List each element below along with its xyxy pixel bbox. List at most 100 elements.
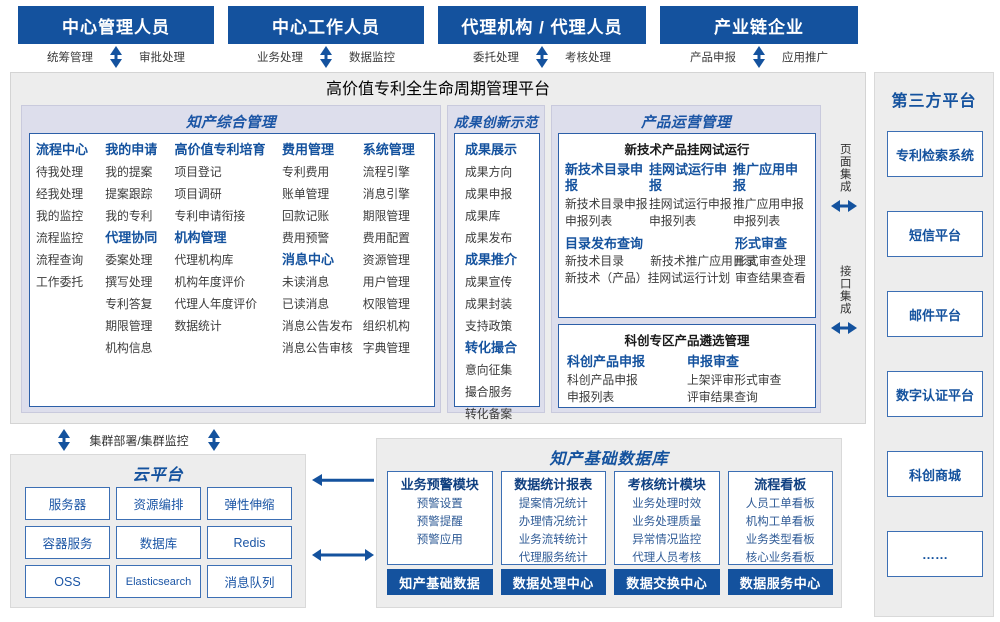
menu-item[interactable]: 推广应用申报 bbox=[733, 197, 804, 211]
menu-group-head[interactable]: 成果推介 bbox=[465, 252, 518, 267]
menu-item[interactable]: 挂网试运行申报 bbox=[649, 197, 732, 211]
menu-item[interactable]: 经我处理 bbox=[36, 187, 84, 201]
menu-item[interactable]: 工作委托 bbox=[36, 275, 84, 289]
db-card-item[interactable]: 机构工单看板 bbox=[745, 516, 815, 528]
menu-item[interactable]: 申报列表 bbox=[649, 214, 697, 228]
menu-item[interactable]: 我的专利 bbox=[105, 209, 153, 223]
third-party-item-5[interactable]: …… bbox=[887, 531, 983, 577]
menu-item[interactable]: 专利申请衔接 bbox=[174, 209, 246, 223]
cloud-tile-8[interactable]: 消息队列 bbox=[207, 565, 292, 598]
cloud-tile-7[interactable]: Elasticsearch bbox=[116, 565, 201, 598]
db-foot-1[interactable]: 数据处理中心 bbox=[500, 569, 606, 595]
menu-item[interactable]: 资源管理 bbox=[362, 253, 410, 267]
menu-group-head[interactable]: 系统管理 bbox=[362, 142, 415, 157]
db-card-item[interactable]: 业务流转统计 bbox=[518, 534, 588, 546]
menu-group-head[interactable]: 科创产品申报 bbox=[567, 354, 646, 369]
menu-item[interactable]: 代理人年度评价 bbox=[174, 297, 258, 311]
db-card-item[interactable]: 业务处理时效 bbox=[632, 498, 702, 510]
menu-item[interactable]: 流程引擎 bbox=[362, 165, 410, 179]
db-card-item[interactable]: 代理服务统计 bbox=[518, 552, 588, 564]
menu-item[interactable]: 成果库 bbox=[465, 209, 501, 223]
menu-item[interactable]: 已读消息 bbox=[282, 297, 330, 311]
menu-item[interactable]: 专利答复 bbox=[105, 297, 153, 311]
third-party-item-2[interactable]: 邮件平台 bbox=[887, 291, 983, 337]
db-card-item[interactable]: 代理人员考核 bbox=[632, 552, 702, 564]
menu-group-head[interactable]: 我的申请 bbox=[105, 142, 158, 157]
menu-item[interactable]: 项目调研 bbox=[174, 187, 222, 201]
db-card-item[interactable]: 业务处理质量 bbox=[632, 516, 702, 528]
db-foot-0[interactable]: 知产基础数据 bbox=[387, 569, 493, 595]
menu-item[interactable]: 消息公告审核 bbox=[282, 341, 353, 355]
menu-item[interactable]: 账单管理 bbox=[282, 187, 330, 201]
menu-item[interactable]: 未读消息 bbox=[282, 275, 330, 289]
menu-group-head[interactable]: 消息中心 bbox=[282, 252, 335, 267]
db-card-item[interactable]: 预警设置 bbox=[416, 498, 463, 510]
menu-group-head[interactable]: 高价值专利培育 bbox=[174, 142, 266, 157]
third-party-item-3[interactable]: 数字认证平台 bbox=[887, 371, 983, 417]
db-card-item[interactable]: 预警提醒 bbox=[416, 516, 463, 528]
menu-item[interactable]: 成果发布 bbox=[465, 231, 513, 245]
menu-item[interactable]: 期限管理 bbox=[105, 319, 153, 333]
menu-group-head[interactable]: 推广应用申报 bbox=[733, 162, 799, 193]
menu-item[interactable]: 意向征集 bbox=[465, 363, 513, 377]
menu-group-head[interactable]: 流程中心 bbox=[36, 142, 89, 157]
db-card-item[interactable]: 业务类型看板 bbox=[745, 534, 815, 546]
menu-item[interactable]: 撮合服务 bbox=[465, 385, 513, 399]
role-card-3[interactable]: 产业链企业 bbox=[660, 6, 858, 44]
menu-item[interactable]: 我的提案 bbox=[105, 165, 153, 179]
menu-item[interactable]: 申报列表 bbox=[733, 214, 781, 228]
menu-item[interactable]: 申报列表 bbox=[567, 390, 615, 404]
third-party-item-0[interactable]: 专利检索系统 bbox=[887, 131, 983, 177]
menu-group-head[interactable]: 机构管理 bbox=[174, 230, 227, 245]
role-card-1[interactable]: 中心工作人员 bbox=[228, 6, 424, 44]
menu-item[interactable]: 成果申报 bbox=[465, 187, 513, 201]
cloud-tile-3[interactable]: 容器服务 bbox=[25, 526, 110, 559]
cloud-tile-5[interactable]: Redis bbox=[207, 526, 292, 559]
menu-item[interactable]: 审查结果查看 bbox=[735, 271, 806, 285]
menu-item[interactable]: 成果封装 bbox=[465, 297, 513, 311]
menu-item[interactable]: 消息引擎 bbox=[362, 187, 410, 201]
db-card-item[interactable]: 异常情况监控 bbox=[632, 534, 702, 546]
menu-item[interactable]: 费用配置 bbox=[362, 231, 410, 245]
menu-item[interactable]: 科创产品申报 bbox=[567, 373, 638, 387]
menu-item[interactable]: 用户管理 bbox=[362, 275, 410, 289]
menu-item[interactable]: 机构年度评价 bbox=[174, 275, 246, 289]
menu-item[interactable]: 待我处理 bbox=[36, 165, 84, 179]
menu-group-head[interactable]: 形式审查 bbox=[735, 236, 788, 251]
menu-item[interactable]: 上架评审形式审查 bbox=[687, 373, 782, 387]
menu-item[interactable]: 期限管理 bbox=[362, 209, 410, 223]
menu-item[interactable]: 支持政策 bbox=[465, 319, 513, 333]
db-card-item[interactable]: 人员工单看板 bbox=[745, 498, 815, 510]
cloud-tile-6[interactable]: OSS bbox=[25, 565, 110, 598]
menu-group-head[interactable]: 费用管理 bbox=[282, 142, 335, 157]
menu-group-head[interactable]: 代理协同 bbox=[105, 230, 158, 245]
menu-group-head[interactable]: 转化撮合 bbox=[465, 340, 518, 355]
menu-group-head[interactable]: 目录发布查询 bbox=[565, 236, 644, 251]
menu-item[interactable]: 字典管理 bbox=[362, 341, 410, 355]
menu-item[interactable]: 评审结果查询 bbox=[687, 390, 758, 404]
db-card-item[interactable]: 预警应用 bbox=[416, 534, 463, 546]
menu-item[interactable]: 转化备案 bbox=[465, 407, 513, 421]
menu-item[interactable]: 委案处理 bbox=[105, 253, 153, 267]
menu-item[interactable]: 数据统计 bbox=[174, 319, 222, 333]
menu-item[interactable]: 专利费用 bbox=[282, 165, 330, 179]
menu-item[interactable]: 权限管理 bbox=[362, 297, 410, 311]
menu-item[interactable]: 提案跟踪 bbox=[105, 187, 153, 201]
role-card-2[interactable]: 代理机构 / 代理人员 bbox=[438, 6, 646, 44]
menu-item[interactable]: 组织机构 bbox=[362, 319, 410, 333]
db-card-item[interactable]: 办理情况统计 bbox=[518, 516, 588, 528]
menu-item[interactable]: 回款记账 bbox=[282, 209, 330, 223]
cloud-tile-2[interactable]: 弹性伸缩 bbox=[207, 487, 292, 520]
menu-item[interactable]: 新技术目录申报 bbox=[565, 197, 648, 211]
menu-item[interactable]: 新技术（产品）挂网试运行计划 bbox=[565, 271, 731, 285]
cloud-tile-1[interactable]: 资源编排 bbox=[116, 487, 201, 520]
menu-item[interactable]: 机构信息 bbox=[105, 341, 153, 355]
cloud-tile-4[interactable]: 数据库 bbox=[116, 526, 201, 559]
menu-item[interactable]: 代理机构库 bbox=[174, 253, 234, 267]
db-foot-3[interactable]: 数据服务中心 bbox=[727, 569, 833, 595]
third-party-item-4[interactable]: 科创商城 bbox=[887, 451, 983, 497]
menu-item[interactable]: 费用预警 bbox=[282, 231, 330, 245]
menu-item[interactable]: 项目登记 bbox=[174, 165, 222, 179]
role-card-0[interactable]: 中心管理人员 bbox=[18, 6, 214, 44]
cloud-tile-0[interactable]: 服务器 bbox=[25, 487, 110, 520]
